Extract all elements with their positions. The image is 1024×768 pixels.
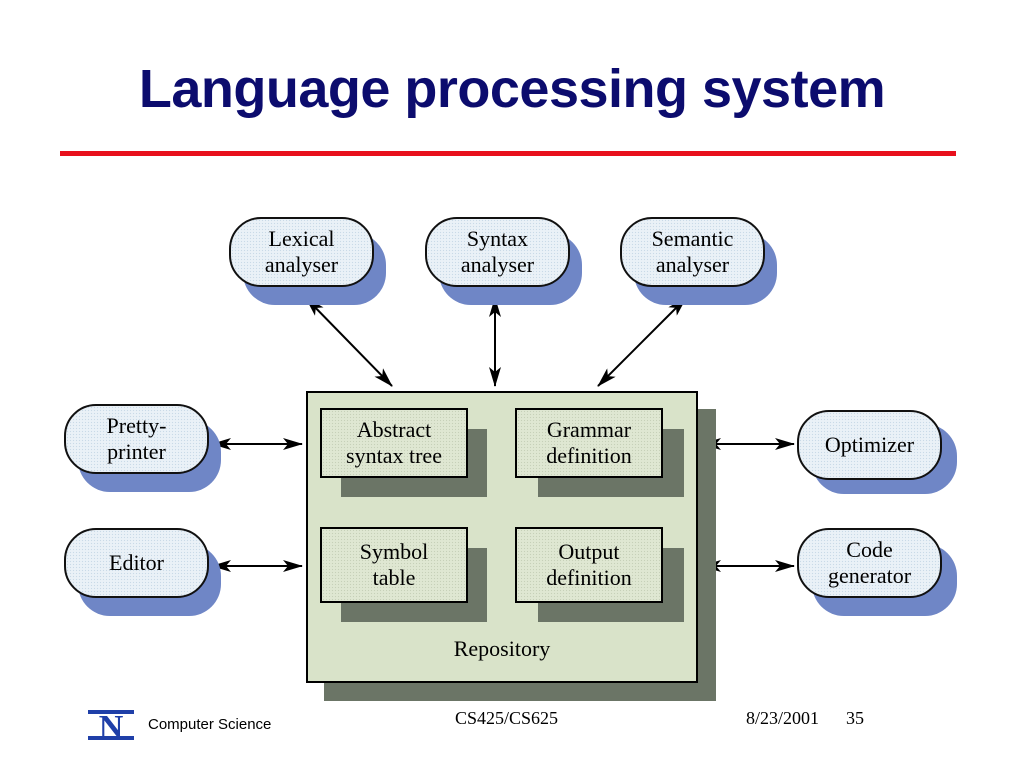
symbol-table-box: Symbol table xyxy=(320,527,468,603)
arrow-lexical-repository xyxy=(305,297,393,387)
arrow-semantic-repository xyxy=(597,297,687,387)
logo-letter: N xyxy=(99,709,124,743)
grammar-definition-box: Grammar definition xyxy=(515,408,663,478)
repository-label: Repository xyxy=(453,636,551,661)
code-generator-node: Code generator xyxy=(797,528,942,598)
syntax-analyser-node: Syntax analyser xyxy=(425,217,570,287)
footer-page-number: 35 xyxy=(846,708,864,728)
abstract-syntax-tree-box: Abstract syntax tree xyxy=(320,408,468,478)
pretty-printer-node: Pretty- printer xyxy=(64,404,209,474)
footer-date: 8/23/2001 xyxy=(746,708,820,728)
footer-course: CS425/CS625 xyxy=(455,708,559,728)
slide-title: Language processing system xyxy=(138,59,886,119)
lexical-analyser-node: Lexical analyser xyxy=(229,217,374,287)
semantic-analyser-node: Semantic analyser xyxy=(620,217,765,287)
nebraska-n-logo: N xyxy=(86,707,136,743)
editor-node: Editor xyxy=(64,528,209,598)
footer-department: Computer Science xyxy=(148,716,272,733)
optimizer-node: Optimizer xyxy=(797,410,942,480)
title-underline xyxy=(60,151,956,156)
output-definition-box: Output definition xyxy=(515,527,663,603)
